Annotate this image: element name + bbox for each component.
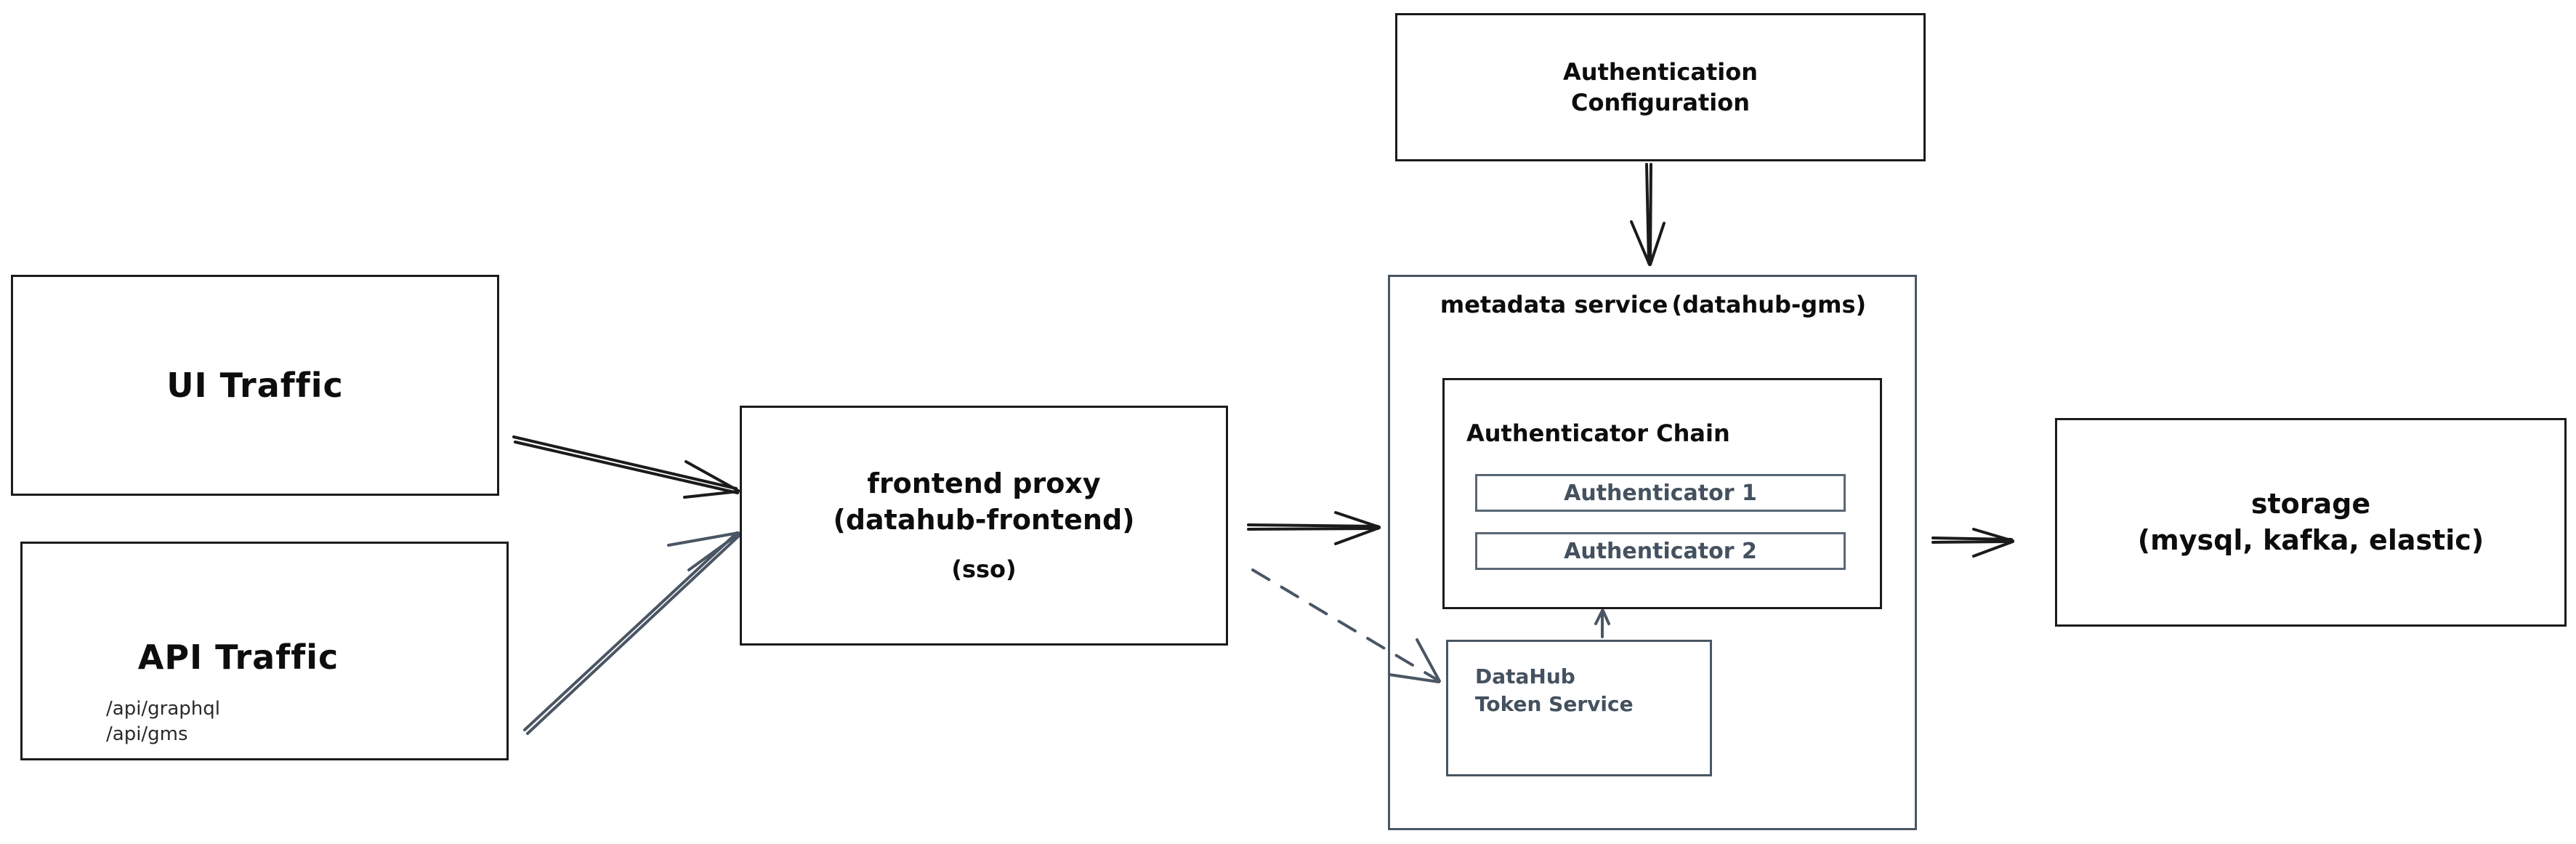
node-storage[interactable]: storage (mysql, kafka, elastic) bbox=[2055, 418, 2567, 627]
token-service-line2: Token Service bbox=[1475, 691, 1634, 716]
node-frontend-proxy[interactable]: frontend proxy (datahub-frontend) (sso) bbox=[740, 406, 1228, 646]
edge-authconfig-to-metadata bbox=[1630, 163, 1665, 266]
node-ui-traffic[interactable]: UI Traffic bbox=[11, 275, 499, 496]
api-traffic-label: API Traffic bbox=[137, 638, 339, 677]
storage-title: storage bbox=[2250, 488, 2371, 521]
authenticator-chain-title: Authenticator Chain bbox=[1466, 419, 1730, 447]
metadata-service-title: metadata service bbox=[1440, 291, 1668, 318]
node-authentication-configuration[interactable]: Authentication Configuration bbox=[1395, 13, 1926, 161]
edge-ui-to-frontend bbox=[512, 435, 740, 499]
node-authenticator-1[interactable]: Authenticator 1 bbox=[1475, 474, 1846, 512]
node-authenticator-2[interactable]: Authenticator 2 bbox=[1475, 532, 1846, 570]
node-authenticator-chain[interactable] bbox=[1442, 378, 1882, 609]
frontend-proxy-title: frontend proxy bbox=[867, 467, 1101, 500]
api-path-gms: /api/gms bbox=[106, 723, 188, 746]
token-service-content: DataHub Token Service bbox=[1475, 663, 1708, 718]
metadata-service-heading: metadata service (datahub-gms) bbox=[1402, 289, 1904, 320]
auth-config-line1: Authentication bbox=[1563, 57, 1758, 86]
authenticator-2-label: Authenticator 2 bbox=[1564, 538, 1757, 564]
node-datahub-token-service[interactable] bbox=[1446, 640, 1712, 776]
authenticator-chain-heading: Authenticator Chain bbox=[1466, 418, 1859, 449]
frontend-proxy-note: (sso) bbox=[951, 555, 1017, 584]
edge-frontend-to-metadata bbox=[1247, 511, 1381, 545]
ui-traffic-label: UI Traffic bbox=[166, 365, 344, 405]
edge-token-service-to-chain bbox=[1594, 609, 1610, 638]
api-traffic-content: API Traffic /api/graphql /api/gms bbox=[86, 637, 391, 748]
api-path-graphql: /api/graphql bbox=[106, 698, 221, 720]
node-metadata-service[interactable] bbox=[1388, 275, 1917, 830]
edge-metadata-to-storage bbox=[1931, 528, 2014, 558]
authenticator-1-label: Authenticator 1 bbox=[1564, 480, 1757, 506]
edge-api-to-frontend bbox=[523, 531, 740, 735]
node-api-traffic[interactable] bbox=[20, 542, 509, 760]
metadata-service-subtitle: (datahub-gms) bbox=[1671, 291, 1867, 318]
storage-subtitle: (mysql, kafka, elastic) bbox=[2137, 523, 2484, 556]
token-service-line1: DataHub bbox=[1475, 664, 1575, 688]
frontend-proxy-subtitle: (datahub-frontend) bbox=[833, 503, 1135, 536]
auth-config-line2: Configuration bbox=[1570, 89, 1751, 116]
edge-frontend-to-token-service bbox=[1251, 568, 1441, 683]
